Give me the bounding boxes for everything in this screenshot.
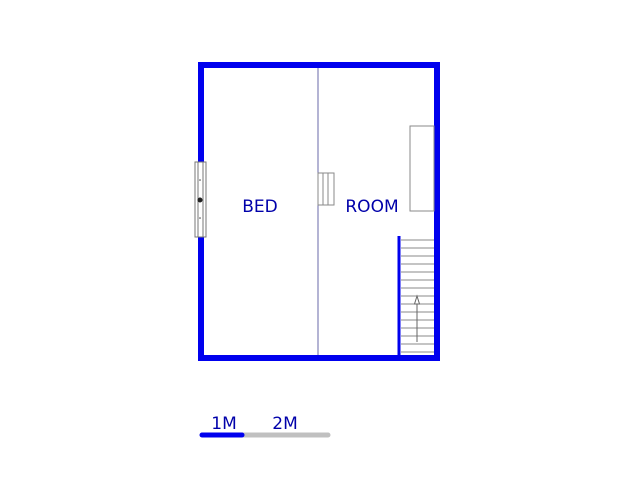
scale-label-1m: 1M <box>211 414 236 434</box>
up-arrow-icon <box>413 294 421 342</box>
window-icon <box>194 161 207 238</box>
outer-walls <box>198 62 440 361</box>
room-label-bed: BED <box>242 197 278 217</box>
cupboard-fixture <box>409 125 435 212</box>
stairs-icon <box>401 239 434 353</box>
room-label-room: ROOM <box>345 197 398 217</box>
scale-label-2m: 2M <box>272 414 297 434</box>
vent-icon <box>317 172 335 206</box>
scale-bar: 1M 2M <box>199 414 331 438</box>
